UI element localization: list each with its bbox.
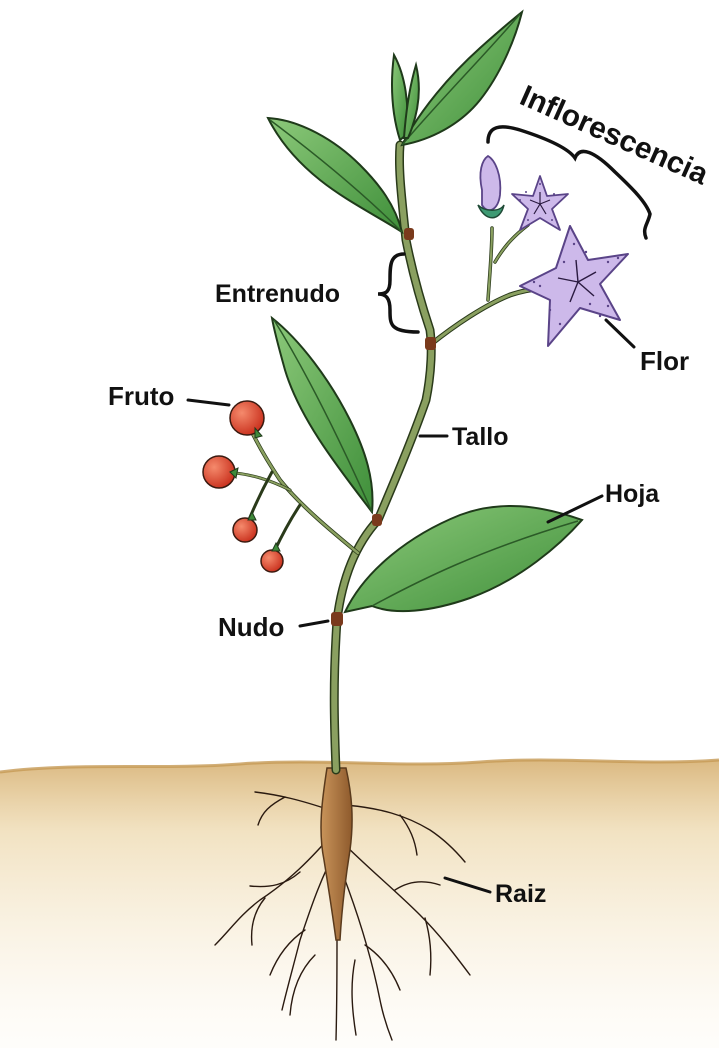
label-inflorescencia: Inflorescencia [515, 79, 713, 191]
label-raiz: Raiz [495, 880, 546, 908]
soil-surface-line [0, 758, 719, 774]
label-nudo: Nudo [218, 612, 284, 642]
leaves [266, 9, 584, 614]
fruits [202, 400, 284, 573]
flower-bud [477, 154, 505, 219]
label-entrenudo: Entrenudo [215, 280, 340, 308]
leaf-hoja [343, 504, 584, 614]
label-hoja: Hoja [605, 480, 660, 508]
pointer-flor [604, 318, 636, 349]
fruit-1 [229, 400, 265, 436]
leaf-upper-left [266, 116, 404, 235]
flower-small [511, 175, 569, 231]
fruit-calyx [229, 426, 281, 552]
label-tallo: Tallo [452, 423, 508, 451]
leaf-top-small-2 [402, 61, 420, 139]
flower-large [519, 225, 629, 347]
fruit-3 [232, 517, 258, 543]
stem [224, 140, 551, 775]
roots [214, 791, 471, 1041]
label-flor: Flor [640, 346, 689, 376]
stem-nodes [331, 228, 436, 626]
pointer-lines [186, 318, 636, 894]
bracket-entrenudo [377, 252, 420, 334]
leaf-middle [270, 315, 374, 515]
soil [0, 760, 719, 1048]
taproot [320, 767, 353, 941]
bracket-inflorescencia [486, 125, 652, 240]
fruit-4 [260, 549, 284, 573]
pointer-raiz [443, 876, 492, 894]
label-fruto: Fruto [108, 381, 174, 411]
pointer-fruto [186, 398, 231, 407]
pointer-hoja [546, 494, 604, 524]
pointer-nudo [298, 619, 330, 628]
